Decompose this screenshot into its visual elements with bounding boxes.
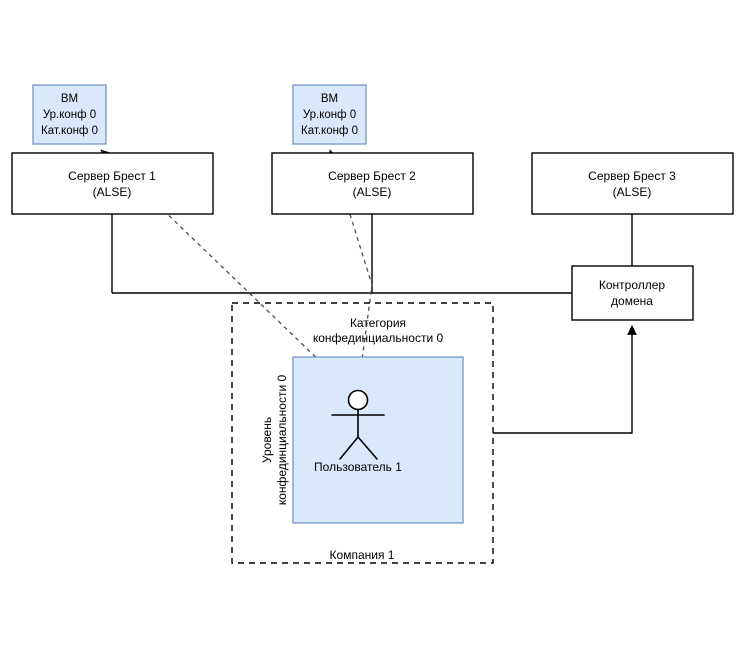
server-3-label-line2: (ALSE) <box>613 185 652 199</box>
server-1-box[interactable] <box>11 152 214 215</box>
server-2-label-line2: (ALSE) <box>353 185 392 199</box>
vm-2-label-line2: Ур.конф 0 <box>303 109 356 121</box>
category-label-line1: Категория <box>350 316 406 330</box>
vm-1-label-line1: ВМ <box>61 93 78 105</box>
confidentiality-zone-box[interactable] <box>292 356 464 524</box>
vm-node-2[interactable]: ВМ Ур.конф 0 Кат.конф 0 <box>292 84 367 145</box>
server-3-box[interactable] <box>531 152 734 215</box>
server-3-label-line1: Сервер Брест 3 <box>588 169 676 183</box>
server-node-1[interactable]: Сервер Брест 1 (ALSE) <box>11 152 214 215</box>
domain-controller-label-line2: домена <box>611 294 653 308</box>
connector-company-to-dc <box>493 325 637 434</box>
server-1-label-line2: (ALSE) <box>93 185 132 199</box>
actor-head-icon <box>347 389 369 411</box>
domain-controller-box[interactable] <box>571 265 694 321</box>
server-2-box[interactable] <box>271 152 474 215</box>
link-user-to-vm1 <box>100 149 357 397</box>
network-connectors <box>111 214 637 434</box>
level-label-line1: Уровень <box>260 417 274 463</box>
vm-node-1[interactable]: ВМ Ур.конф 0 Кат.конф 0 <box>32 84 107 145</box>
server-node-2[interactable]: Сервер Брест 2 (ALSE) <box>271 152 474 215</box>
vm-2-box[interactable] <box>292 84 367 145</box>
server-1-label-line1: Сервер Брест 1 <box>68 169 156 183</box>
domain-controller-node[interactable]: Контроллер домена <box>571 265 694 321</box>
vm-1-box[interactable] <box>32 84 107 145</box>
vm-2-label-line1: ВМ <box>321 93 338 105</box>
server-node-3[interactable]: Сервер Брест 3 (ALSE) <box>531 152 734 215</box>
domain-controller-label-line1: Контроллер <box>599 278 666 292</box>
level-label-line2: конфединциальности 0 <box>275 375 289 506</box>
actor-leg-right-line <box>357 436 378 460</box>
vm-1-label-line3: Кат.конф 0 <box>41 125 98 137</box>
company-boundary-box[interactable] <box>231 302 494 564</box>
vm-2-label-line3: Кат.конф 0 <box>301 125 358 137</box>
actor-label: Пользователь 1 <box>314 460 402 474</box>
category-label-line2: конфединциальности 0 <box>313 331 444 345</box>
vm-1-label-line2: Ур.конф 0 <box>43 109 96 121</box>
company-boundary-label: Компания 1 <box>330 548 395 562</box>
actor-leg-left-line <box>339 436 359 460</box>
actor-user-1[interactable]: Пользователь 1 <box>314 389 402 475</box>
level-label-group: Уровень конфединциальности 0 <box>260 375 289 506</box>
server-2-label-line1: Сервер Брест 2 <box>328 169 416 183</box>
